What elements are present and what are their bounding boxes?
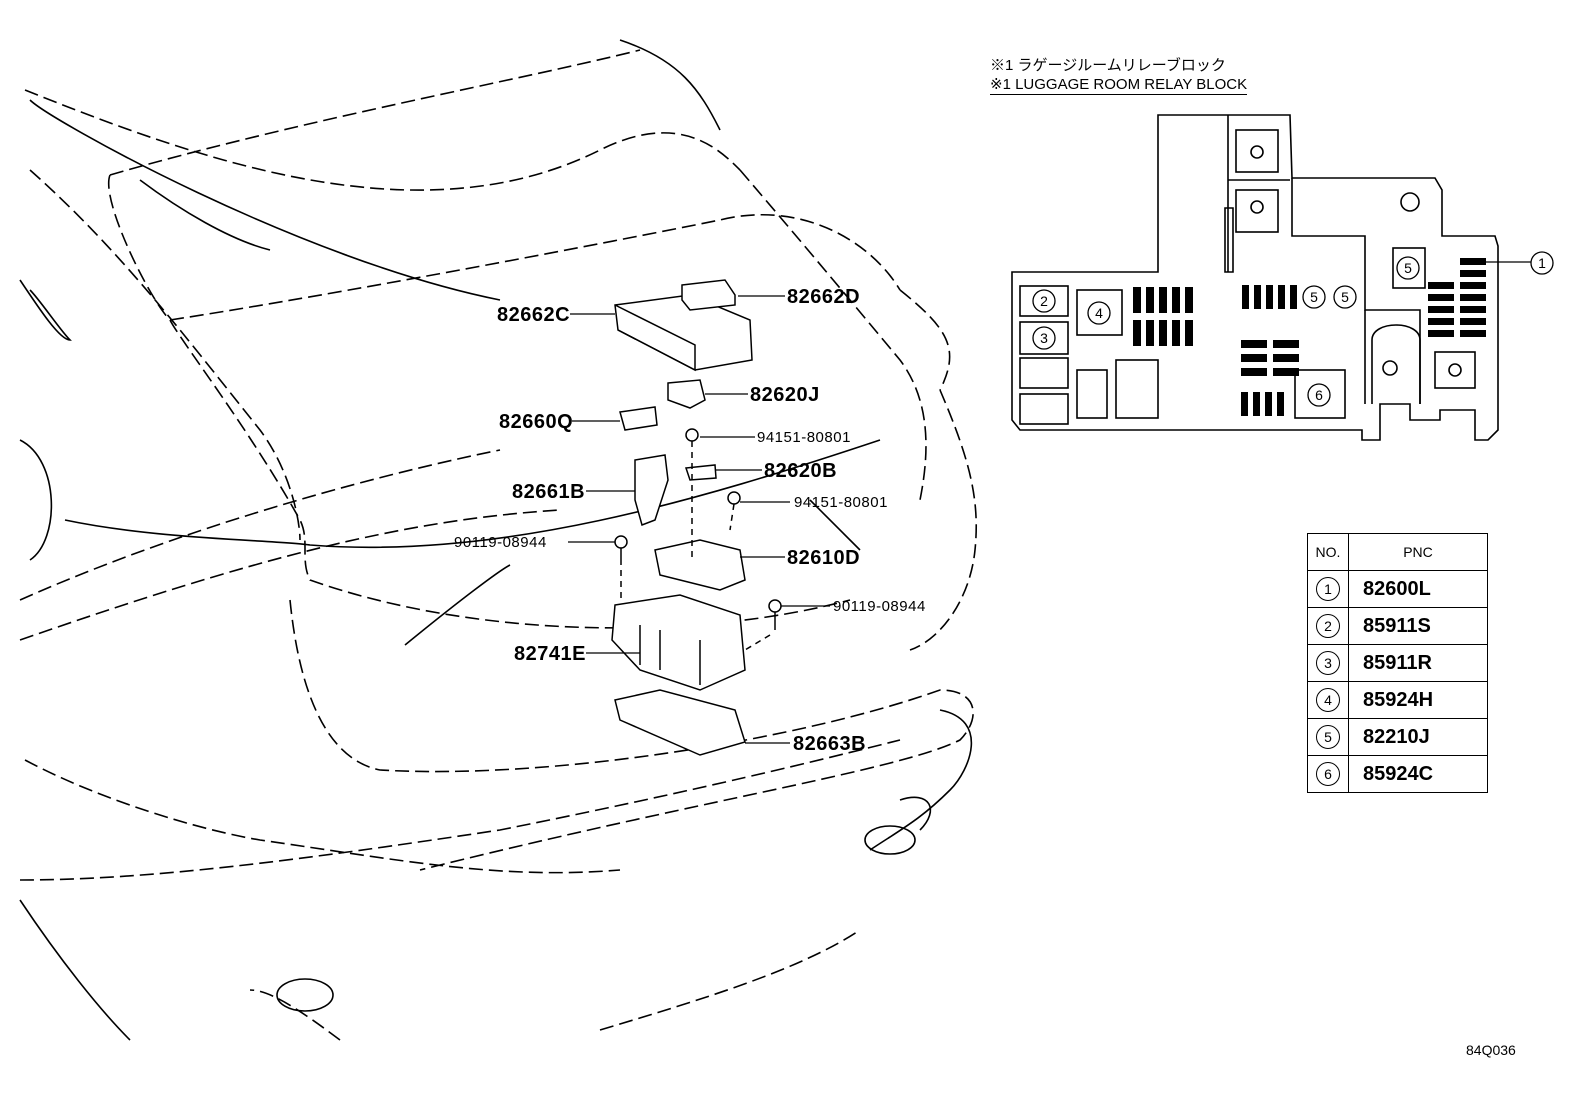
marker-3: 3 [1040,330,1048,346]
nut-icon [727,491,741,505]
part-82662D-cover [681,279,736,311]
relay-block-markers: 2 3 4 5 5 5 6 1 [1032,251,1554,407]
relay-block-title-jp: ※1 ラゲージルームリレーブロック [990,57,1226,74]
marker-6: 6 [1315,387,1323,403]
bolt-icon [768,599,782,613]
table-row: 2 85911S [1307,607,1488,645]
row-pnc: 85911S [1348,607,1488,645]
callout-90119-08944-a: 90119-08944 [454,534,547,551]
part-82620J-connector [667,379,706,409]
marker-5: 5 [1341,289,1349,305]
table-row: 4 85924H [1307,681,1488,719]
bolt-icon [614,535,628,549]
row-pnc: 82210J [1348,718,1488,756]
row-number: 2 [1316,614,1340,638]
callout-82662C: 82662C [497,304,570,326]
callout-94151-80801-a: 94151-80801 [757,429,851,446]
part-82741E-block [611,594,746,691]
marker-2: 2 [1040,293,1048,309]
row-number: 5 [1316,725,1340,749]
marker-5: 5 [1310,289,1318,305]
part-82662C-cover [614,294,753,371]
exploded-parts [611,279,782,756]
relay-block-terminals [1133,258,1486,416]
relay-block-outline [1011,114,1499,441]
callout-94151-80801-b: 94151-80801 [794,494,888,511]
row-number: 4 [1316,688,1340,712]
marker-4: 4 [1095,305,1103,321]
relay-block-title-en: ※1 LUGGAGE ROOM RELAY BLOCK [990,76,1248,95]
callout-82620B: 82620B [764,460,837,482]
table-row: 1 82600L [1307,570,1488,608]
callout-82620J: 82620J [750,384,820,406]
callout-82741E: 82741E [514,643,586,665]
part-82661B-bracket [634,454,669,526]
table-row: 5 82210J [1307,718,1488,756]
part-82660Q-connector [619,406,658,431]
callout-82661B: 82661B [512,481,585,503]
callout-82610D: 82610D [787,547,860,569]
figure-code: 84Q036 [1466,1042,1516,1058]
part-82610D-block [654,539,746,591]
row-number: 1 [1316,577,1340,601]
pnc-table-header-pnc: PNC [1348,533,1488,571]
nut-icon [685,428,699,442]
pnc-table-header-no: NO. [1307,533,1349,571]
table-row: 3 85911R [1307,644,1488,682]
table-row: 6 85924C [1307,755,1488,793]
relay-block-inset [1011,114,1499,441]
row-pnc: 85911R [1348,644,1488,682]
marker-1: 1 [1538,255,1546,271]
car-outline [19,39,978,1041]
callout-82663B: 82663B [793,733,866,755]
leader-lines [568,295,830,744]
callout-82662D: 82662D [787,286,860,308]
row-pnc: 85924C [1348,755,1488,793]
row-pnc: 85924H [1348,681,1488,719]
part-82620B-clip [684,464,717,481]
pnc-table: NO. PNC 1 82600L 2 85911S 3 85911R 4 859… [1307,533,1488,793]
callout-90119-08944-b: 90119-08944 [833,598,926,615]
callout-82660Q: 82660Q [499,411,573,433]
row-pnc: 82600L [1348,570,1488,608]
row-number: 6 [1316,762,1340,786]
part-82663B-tray [614,689,746,756]
marker-5: 5 [1404,260,1412,276]
row-number: 3 [1316,651,1340,675]
